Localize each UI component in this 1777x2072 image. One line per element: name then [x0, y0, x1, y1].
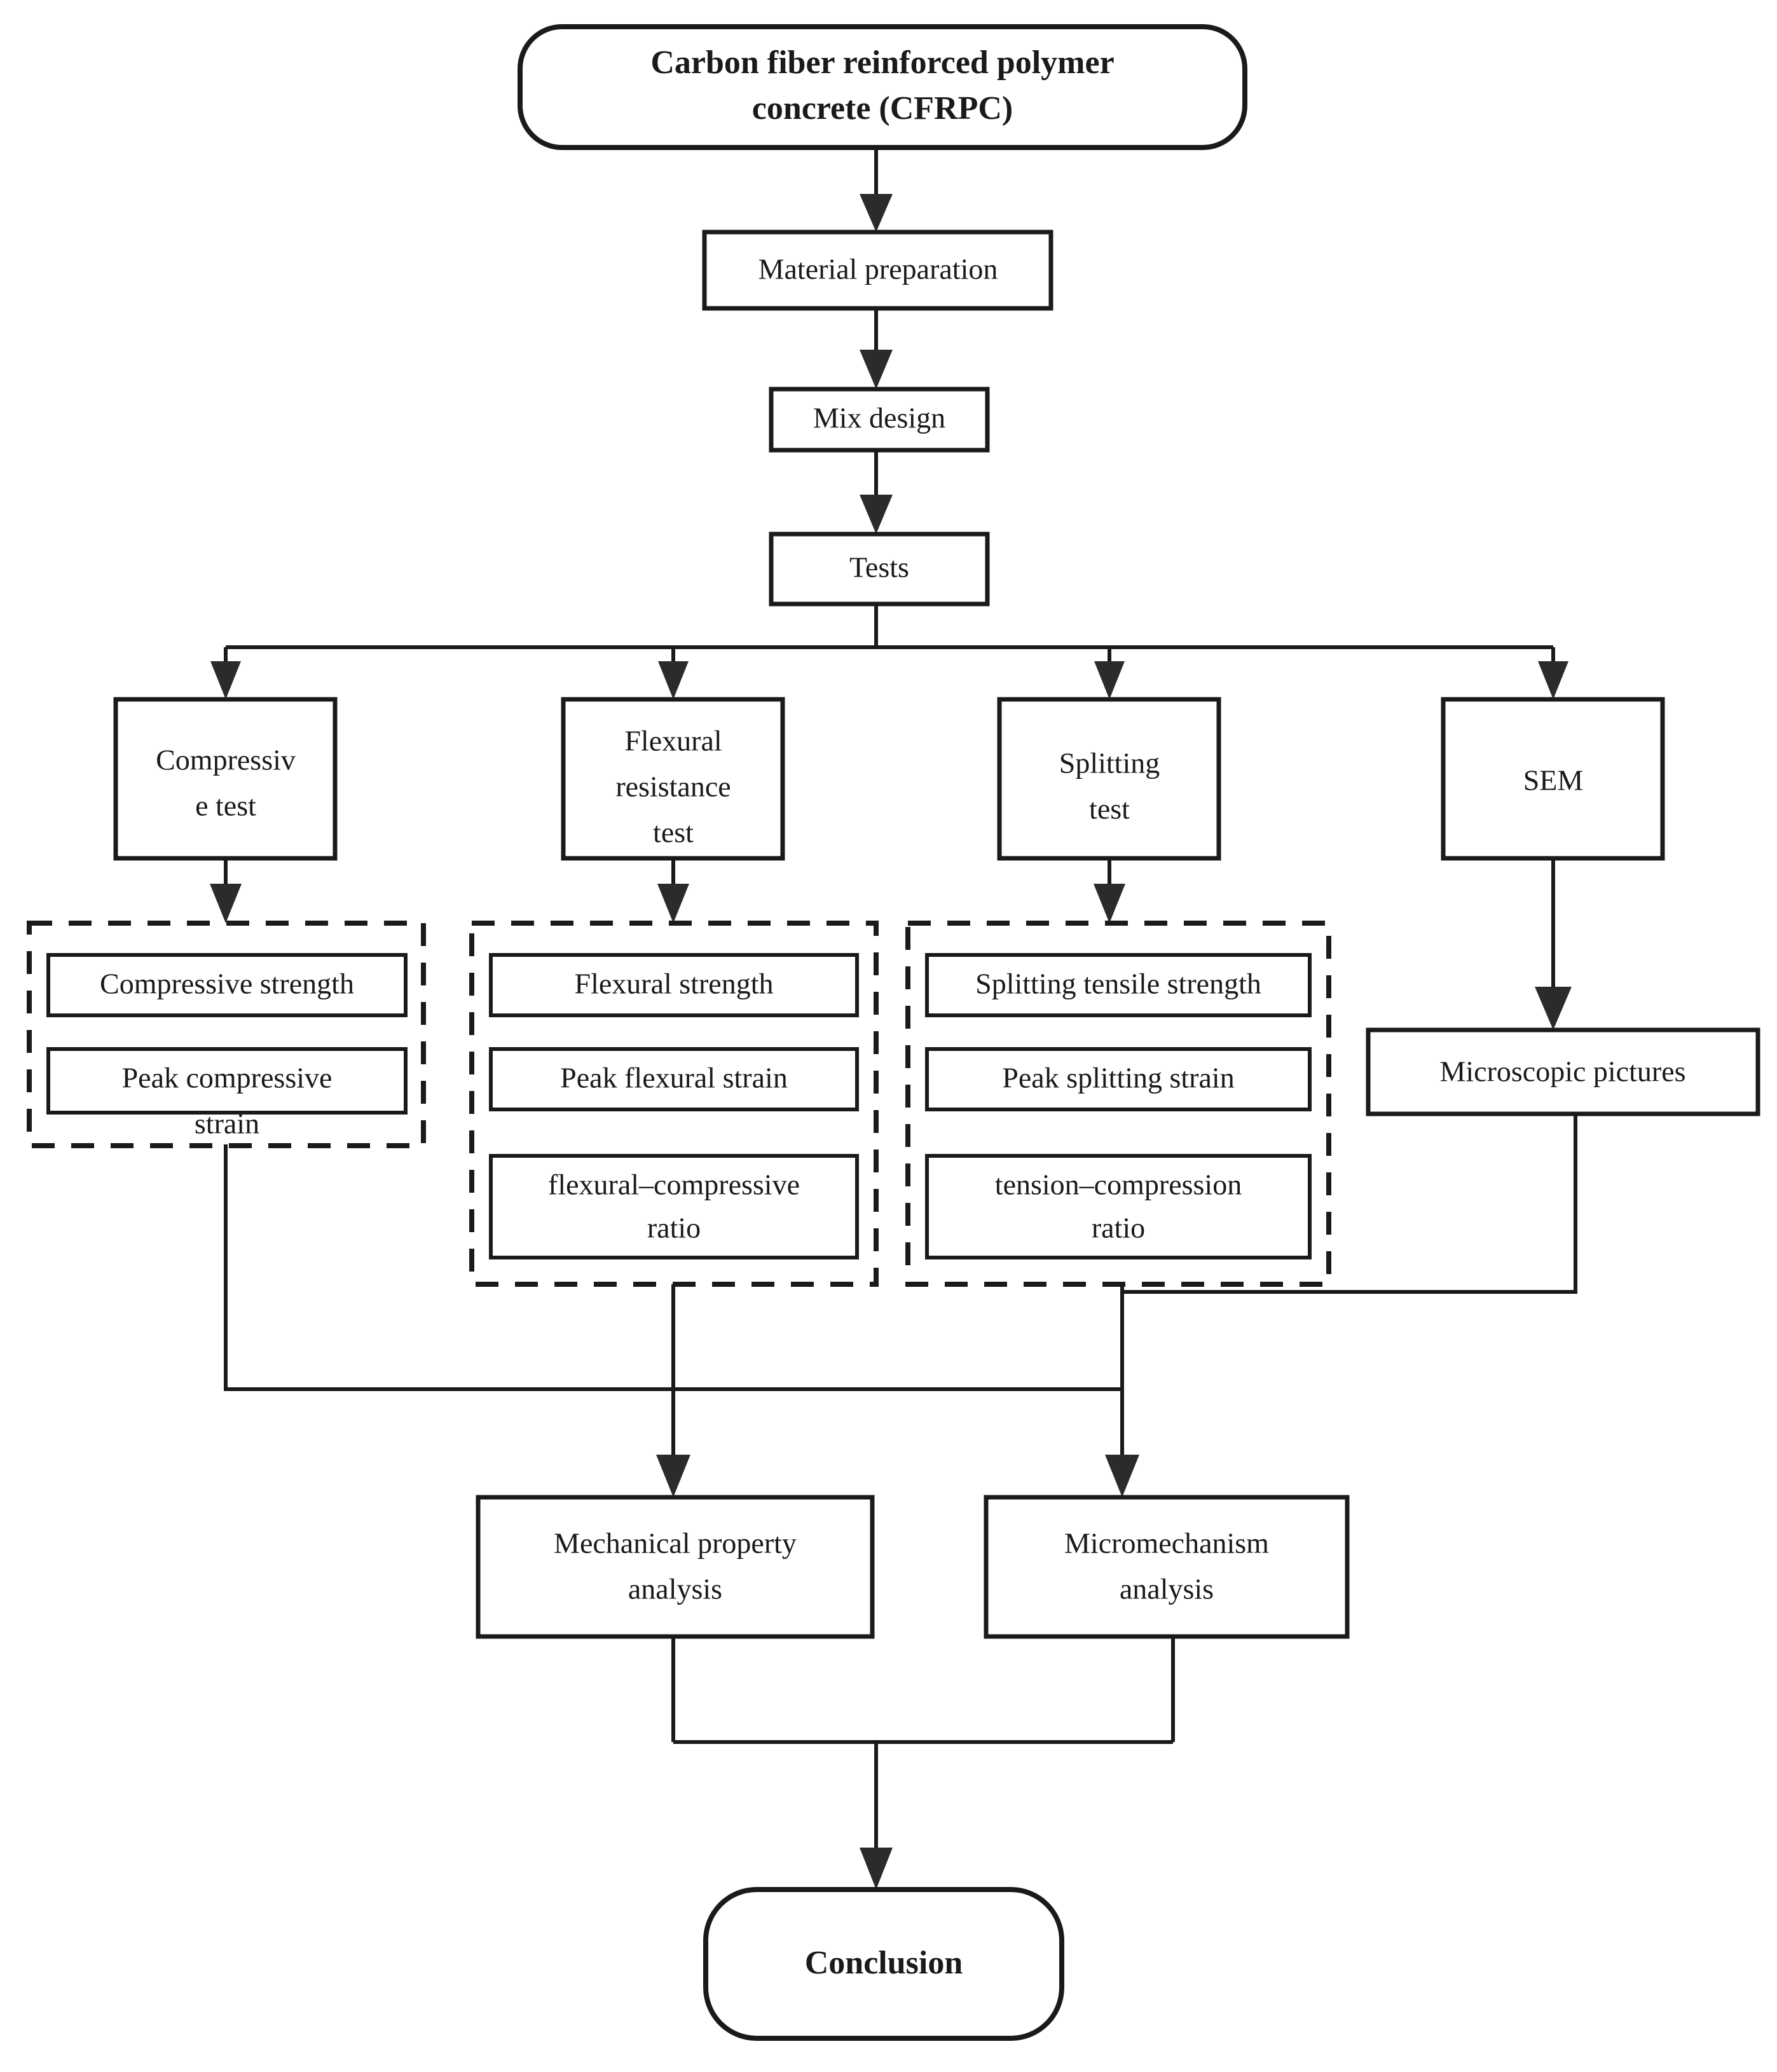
result-tension-compression-ratio[interactable]: tension–compression ratio [925, 1154, 1312, 1259]
mix-design-shape [769, 387, 990, 453]
splitting-test-label-line2: test [1089, 793, 1130, 825]
cfrpc-label-line1: Carbon fiber reinforced polymer [650, 45, 1114, 81]
cfrpc-terminal-shape [518, 24, 1247, 150]
splitting-tensile-strength-label: Splitting tensile strength [975, 968, 1261, 1000]
result-peak-flexural-strain[interactable]: Peak flexural strain [489, 1047, 859, 1111]
micromechanism-analysis-label-line1: Micromechanism [1064, 1527, 1269, 1560]
node-conclusion[interactable]: Conclusion [703, 1887, 1064, 2041]
peak-flexural-strain-label: Peak flexural strain [560, 1062, 788, 1094]
group-splitting-results: Splitting tensile strength Peak splittin… [905, 921, 1331, 1287]
node-flexural-resistance-test[interactable]: Flexural resistance test [561, 697, 785, 861]
result-compressive-strength[interactable]: Compressive strength [46, 953, 408, 1017]
peak-compressive-strain-shape [46, 1047, 408, 1115]
arrowhead-microscopic-pictures [1535, 987, 1572, 1030]
flexural-strength-shape [489, 953, 859, 1017]
sem-label: SEM [1523, 764, 1584, 797]
arrowhead-flexural-test [658, 661, 689, 699]
mix-design-label: Mix design [813, 402, 945, 434]
flexural-resistance-test-label-line2: resistance [615, 771, 731, 803]
flexural-results-dashed-border [469, 921, 879, 1287]
node-sem[interactable]: SEM [1441, 697, 1665, 861]
flexural-compressive-ratio-label-line1: flexural–compressive [548, 1169, 800, 1201]
peak-splitting-strain-shape [925, 1047, 1312, 1111]
splitting-results-dashed-border [905, 921, 1331, 1287]
arrowhead-splitting-results [1094, 884, 1125, 923]
flexural-strength-label: Flexural strength [575, 968, 774, 1000]
group-flexural-results: Flexural strength Peak flexural strain f… [469, 921, 879, 1287]
microscopic-pictures-label: Microscopic pictures [1439, 1055, 1685, 1088]
tension-compression-ratio-label-line2: ratio [1092, 1212, 1145, 1244]
arrowhead-splitting-test [1094, 661, 1125, 699]
material-preparation-shape [702, 230, 1053, 311]
splitting-test-shape [997, 697, 1221, 861]
arrowhead-tests [860, 495, 893, 534]
compressive-strength-shape [46, 953, 408, 1017]
cfrpc-label-line2: concrete (CFRPC) [752, 90, 1013, 127]
tension-compression-ratio-label-line1: tension–compression [995, 1169, 1242, 1201]
mechanical-property-analysis-shape [476, 1495, 875, 1639]
node-micromechanism-analysis[interactable]: Micromechanism analysis [984, 1495, 1350, 1639]
conclusion-label: Conclusion [805, 1945, 963, 1981]
compressive-strength-label: Compressive strength [100, 968, 354, 1000]
arrowhead-compressive-results [210, 884, 242, 923]
node-mix-design[interactable]: Mix design [769, 387, 990, 453]
compressive-results-dashed-border [27, 921, 426, 1148]
result-splitting-tensile-strength[interactable]: Splitting tensile strength [925, 953, 1312, 1017]
mechanical-property-analysis-label-line2: analysis [628, 1573, 722, 1605]
arrowhead-material-preparation [860, 194, 893, 232]
node-cfrpc[interactable]: Carbon fiber reinforced polymer concrete… [518, 24, 1247, 150]
flexural-resistance-test-label-line3: test [653, 816, 694, 849]
arrowhead-mechanical-analysis [656, 1455, 690, 1497]
splitting-tensile-strength-shape [925, 953, 1312, 1017]
result-peak-splitting-strain[interactable]: Peak splitting strain [925, 1047, 1312, 1111]
flexural-resistance-test-shape [561, 697, 785, 861]
compressive-test-shape [113, 697, 338, 861]
compressive-test-label-line2: e test [195, 790, 256, 822]
connector-layer [210, 148, 1577, 1890]
node-material-preparation[interactable]: Material preparation [702, 230, 1053, 311]
arrowhead-conclusion [860, 1848, 893, 1890]
peak-flexural-strain-shape [489, 1047, 859, 1111]
splitting-test-label-line1: Splitting [1059, 747, 1160, 779]
result-flexural-compressive-ratio[interactable]: flexural–compressive ratio [489, 1154, 859, 1259]
peak-compressive-strain-label-line2: strain [195, 1108, 259, 1140]
arrowhead-compressive-test [210, 661, 241, 699]
node-microscopic-pictures[interactable]: Microscopic pictures [1366, 1027, 1760, 1116]
flexural-resistance-test-label-line1: Flexural [624, 725, 722, 757]
material-preparation-label: Material preparation [758, 253, 998, 285]
sem-shape [1441, 697, 1665, 861]
arrowhead-flexural-results [657, 884, 689, 923]
node-splitting-test[interactable]: Splitting test [997, 697, 1221, 861]
arrowhead-mix-design [860, 350, 893, 389]
node-compressive-test[interactable]: Compressiv e test [113, 697, 338, 861]
mechanical-property-analysis-label-line1: Mechanical property [554, 1527, 797, 1560]
tests-label: Tests [849, 551, 909, 584]
micromechanism-analysis-label-line2: analysis [1120, 1573, 1214, 1605]
flexural-compressive-ratio-shape [489, 1154, 859, 1259]
edge-compressive-results-to-mechanical [224, 1144, 1122, 1391]
group-compressive-results: Compressive strength Peak compressive st… [27, 921, 426, 1148]
result-flexural-strength[interactable]: Flexural strength [489, 953, 859, 1017]
micromechanism-analysis-shape [984, 1495, 1350, 1639]
node-tests[interactable]: Tests [769, 532, 990, 607]
peak-compressive-strain-label-line1: Peak compressive [122, 1062, 333, 1094]
compressive-test-label-line1: Compressiv [156, 744, 296, 776]
result-peak-compressive-strain[interactable]: Peak compressive strain [46, 1047, 408, 1140]
node-mechanical-property-analysis[interactable]: Mechanical property analysis [476, 1495, 875, 1639]
microscopic-pictures-shape [1366, 1027, 1760, 1116]
conclusion-terminal-shape [703, 1887, 1064, 2041]
flexural-compressive-ratio-label-line2: ratio [647, 1212, 701, 1244]
tension-compression-ratio-shape [925, 1154, 1312, 1259]
edge-microscopic-to-micromechanism [1122, 1114, 1577, 1294]
arrowhead-micromechanism-analysis [1105, 1455, 1139, 1497]
arrowhead-sem [1538, 661, 1568, 699]
tests-shape [769, 532, 990, 607]
peak-splitting-strain-label: Peak splitting strain [1002, 1062, 1234, 1094]
